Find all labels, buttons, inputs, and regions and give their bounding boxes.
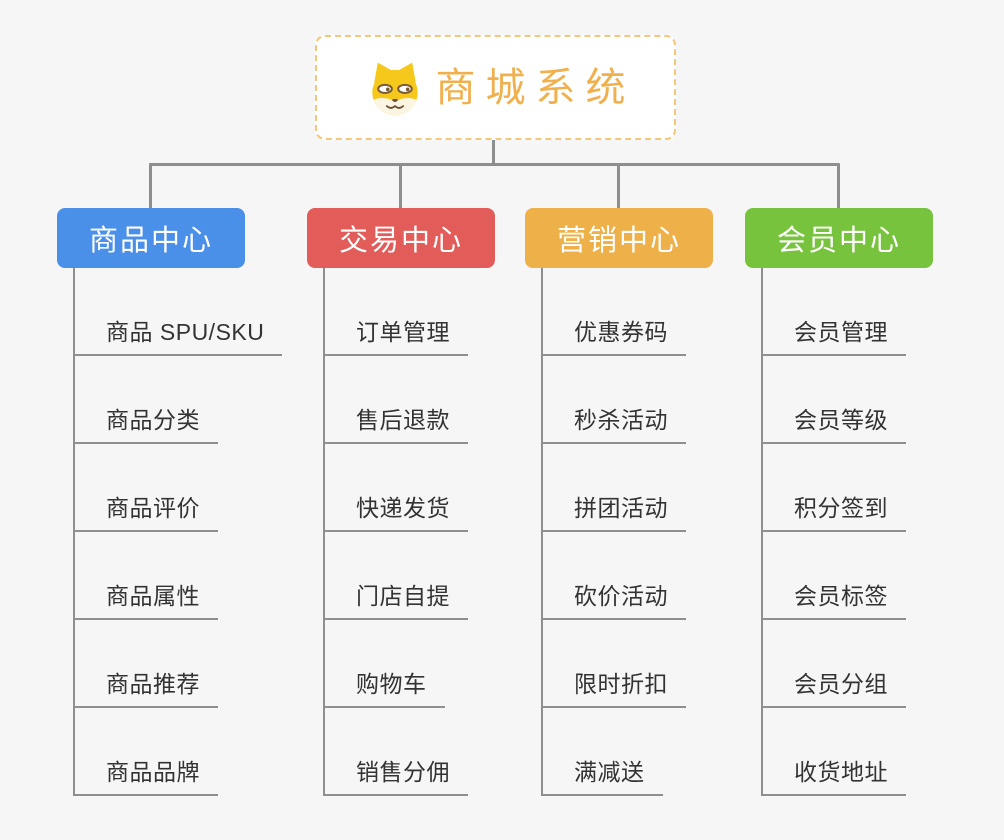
node-limited-time-discount[interactable]: 限时折扣 xyxy=(543,671,686,708)
connector-root-stub xyxy=(492,139,495,165)
list-item: 快递发货 xyxy=(325,444,495,532)
node-flash-sale[interactable]: 秒杀活动 xyxy=(543,407,686,444)
node-bargain-activity[interactable]: 砍价活动 xyxy=(543,583,686,620)
branch-header-product-center[interactable]: 商品中心 xyxy=(57,208,245,268)
connector-stub-member xyxy=(837,163,840,209)
list-item: 商品分类 xyxy=(75,356,245,444)
branch-trade-center: 交易中心 订单管理 售后退款 快递发货 门店自提 购物车 销售分佣 xyxy=(307,208,495,796)
list-item: 商品品牌 xyxy=(75,708,245,796)
shiba-dog-icon xyxy=(366,59,424,117)
list-item: 拼团活动 xyxy=(543,444,713,532)
node-product-recommend[interactable]: 商品推荐 xyxy=(75,671,218,708)
list-item: 购物车 xyxy=(325,620,495,708)
list-item: 积分签到 xyxy=(763,444,933,532)
list-item: 会员管理 xyxy=(763,268,933,356)
list-item: 满减送 xyxy=(543,708,713,796)
list-item: 售后退款 xyxy=(325,356,495,444)
branch-marketing-center: 营销中心 优惠券码 秒杀活动 拼团活动 砍价活动 限时折扣 满减送 xyxy=(525,208,713,796)
branch-member-center: 会员中心 会员管理 会员等级 积分签到 会员标签 会员分组 收货地址 xyxy=(745,208,933,796)
list-item: 收货地址 xyxy=(763,708,933,796)
branch-items-product-center: 商品 SPU/SKU 商品分类 商品评价 商品属性 商品推荐 商品品牌 xyxy=(73,268,283,796)
branch-product-center: 商品中心 商品 SPU/SKU 商品分类 商品评价 商品属性 商品推荐 商品品牌 xyxy=(57,208,283,796)
branch-items-member-center: 会员管理 会员等级 积分签到 会员标签 会员分组 收货地址 xyxy=(761,268,933,796)
branch-header-trade-center[interactable]: 交易中心 xyxy=(307,208,495,268)
root-title: 商城系统 xyxy=(435,65,636,110)
node-product-attribute[interactable]: 商品属性 xyxy=(75,583,218,620)
root-node[interactable]: 商城系统 xyxy=(315,35,676,140)
list-item: 会员标签 xyxy=(763,532,933,620)
list-item: 商品属性 xyxy=(75,532,245,620)
list-item: 商品评价 xyxy=(75,444,245,532)
node-points-checkin[interactable]: 积分签到 xyxy=(763,495,906,532)
node-group-buy[interactable]: 拼团活动 xyxy=(543,495,686,532)
list-item: 会员分组 xyxy=(763,620,933,708)
list-item: 门店自提 xyxy=(325,532,495,620)
connector-horizontal-line xyxy=(149,163,840,166)
list-item: 优惠券码 xyxy=(543,268,713,356)
node-shopping-cart[interactable]: 购物车 xyxy=(325,671,445,708)
node-aftersale-refund[interactable]: 售后退款 xyxy=(325,407,468,444)
node-member-group[interactable]: 会员分组 xyxy=(763,671,906,708)
node-store-pickup[interactable]: 门店自提 xyxy=(325,583,468,620)
list-item: 砍价活动 xyxy=(543,532,713,620)
list-item: 会员等级 xyxy=(763,356,933,444)
list-item: 秒杀活动 xyxy=(543,356,713,444)
node-shipping-address[interactable]: 收货地址 xyxy=(763,759,906,796)
node-sales-commission[interactable]: 销售分佣 xyxy=(325,759,468,796)
node-express-shipping[interactable]: 快递发货 xyxy=(325,495,468,532)
node-member-tag[interactable]: 会员标签 xyxy=(763,583,906,620)
node-member-management[interactable]: 会员管理 xyxy=(763,319,906,356)
node-product-brand[interactable]: 商品品牌 xyxy=(75,759,218,796)
node-member-level[interactable]: 会员等级 xyxy=(763,407,906,444)
node-full-reduction[interactable]: 满减送 xyxy=(543,759,663,796)
node-product-spu-sku[interactable]: 商品 SPU/SKU xyxy=(75,319,283,356)
connector-stub-trade xyxy=(399,163,402,209)
node-coupon-code[interactable]: 优惠券码 xyxy=(543,319,686,356)
node-product-category[interactable]: 商品分类 xyxy=(75,407,218,444)
list-item: 限时折扣 xyxy=(543,620,713,708)
node-order-management[interactable]: 订单管理 xyxy=(325,319,468,356)
branch-header-member-center[interactable]: 会员中心 xyxy=(745,208,933,268)
list-item: 订单管理 xyxy=(325,268,495,356)
connector-stub-product xyxy=(149,163,152,209)
node-product-review[interactable]: 商品评价 xyxy=(75,495,218,532)
branch-items-trade-center: 订单管理 售后退款 快递发货 门店自提 购物车 销售分佣 xyxy=(323,268,495,796)
branch-items-marketing-center: 优惠券码 秒杀活动 拼团活动 砍价活动 限时折扣 满减送 xyxy=(541,268,713,796)
list-item: 商品 SPU/SKU xyxy=(75,268,283,356)
branch-header-marketing-center[interactable]: 营销中心 xyxy=(525,208,713,268)
connector-stub-marketing xyxy=(617,163,620,209)
list-item: 商品推荐 xyxy=(75,620,245,708)
list-item: 销售分佣 xyxy=(325,708,495,796)
